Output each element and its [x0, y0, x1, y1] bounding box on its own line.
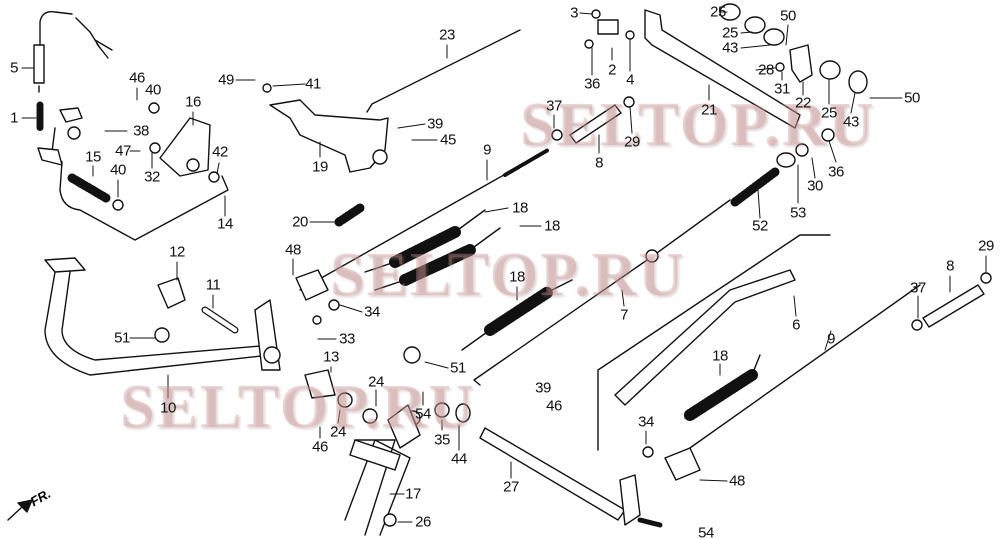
shaft-27 — [479, 427, 626, 521]
callout-number: 15 — [85, 148, 101, 166]
callout-number: 34 — [364, 303, 380, 321]
callout-number: 19 — [312, 158, 328, 176]
callout-number: 36 — [584, 75, 600, 93]
callout-number: 44 — [451, 450, 467, 468]
callout-number: 27 — [503, 478, 519, 496]
callout-number: 21 — [701, 101, 717, 119]
callout-number: 8 — [595, 154, 603, 172]
callout-number: 26 — [415, 513, 431, 531]
callout-number: 48 — [729, 472, 745, 490]
callout-number: 9 — [483, 141, 491, 159]
callout-number: 32 — [144, 168, 160, 186]
callout-number: 49 — [218, 71, 234, 89]
callout-number: 51 — [114, 329, 130, 347]
callout-number: 25 — [710, 3, 726, 21]
callout-number: 29 — [978, 237, 994, 255]
callout-number: 37 — [910, 279, 926, 297]
callout-number: 53 — [790, 204, 806, 222]
callout-number: 24 — [330, 423, 346, 441]
callout-number: 31 — [774, 80, 790, 98]
spring-15 — [67, 173, 111, 203]
shaft-21 — [644, 9, 801, 129]
callout-number: 39 — [427, 115, 443, 133]
callout-number: 20 — [292, 213, 308, 231]
callout-number: 10 — [160, 399, 176, 417]
callout-number: 25 — [722, 24, 738, 42]
callout-number: 38 — [133, 122, 149, 140]
pedal-17 — [344, 439, 411, 536]
callout-number: 36 — [828, 163, 844, 181]
callout-number: 45 — [440, 131, 456, 149]
callout-number: 48 — [285, 241, 301, 259]
callout-number: 17 — [405, 485, 421, 503]
callout-number: 41 — [305, 75, 321, 93]
spring-18 — [389, 226, 461, 268]
callout-number: 40 — [110, 161, 126, 179]
callout-number: 42 — [212, 143, 228, 161]
callout-number: 43 — [843, 113, 859, 131]
bracket-16 — [159, 117, 211, 177]
callout-number: 39 — [535, 379, 551, 397]
pedal-10 — [44, 257, 273, 376]
front-arrow-icon — [7, 499, 33, 521]
spring-20 — [334, 203, 365, 227]
callout-number: 25 — [821, 104, 837, 122]
callout-number: 1 — [10, 109, 18, 127]
callout-number: 22 — [795, 94, 811, 112]
callout-number: 52 — [752, 217, 768, 235]
callout-number: 46 — [129, 69, 145, 87]
callout-number: 47 — [115, 142, 131, 160]
spring-18 — [484, 286, 554, 336]
callout-number: 40 — [145, 81, 161, 99]
arm-6 — [614, 269, 796, 406]
callout-number: 34 — [638, 413, 654, 431]
callout-number: 14 — [217, 215, 233, 233]
cable-assembly — [33, 11, 113, 93]
callout-number: 18 — [512, 199, 528, 217]
rod-23 — [366, 29, 521, 113]
callout-number: 50 — [780, 7, 796, 25]
callout-number: 29 — [624, 133, 640, 151]
callout-number: 33 — [339, 330, 355, 348]
callout-number: 8 — [946, 257, 954, 275]
spring-52 — [730, 167, 780, 207]
callout-number: 12 — [169, 243, 185, 261]
callout-number: 54 — [415, 405, 431, 423]
callout-number: 9 — [827, 330, 835, 348]
callout-number: 30 — [807, 177, 823, 195]
bracket-19 — [269, 99, 389, 173]
spring-18 — [399, 244, 476, 286]
callout-number: 18 — [544, 217, 560, 235]
callout-number: 24 — [368, 373, 384, 391]
callout-number: 51 — [450, 359, 466, 377]
pin-8 — [922, 284, 985, 328]
callout-number: 4 — [626, 71, 634, 89]
callout-number: 43 — [722, 39, 738, 57]
callout-number: 23 — [439, 26, 455, 44]
callout-number: 54 — [698, 524, 714, 539]
callout-number: 18 — [509, 268, 525, 286]
callout-number: 16 — [185, 93, 201, 111]
pin-8 — [569, 104, 622, 144]
callout-number: 28 — [758, 61, 774, 79]
callout-number: 6 — [792, 316, 800, 334]
callout-number: 50 — [904, 89, 920, 107]
callout-number: 18 — [712, 347, 728, 365]
rod-9-lower — [679, 284, 921, 456]
callout-number: 13 — [323, 348, 339, 366]
callout-number: 11 — [205, 276, 221, 294]
callout-number: 2 — [608, 61, 616, 79]
callout-number: 5 — [10, 59, 18, 77]
callout-number: 46 — [312, 438, 328, 456]
callout-number: 46 — [546, 397, 562, 415]
rod-14 — [51, 107, 229, 241]
callout-number: 35 — [434, 431, 450, 449]
spring-18 — [684, 369, 758, 421]
callout-number: 7 — [620, 306, 628, 324]
callout-number: 3 — [570, 4, 578, 22]
rod-7 — [473, 199, 731, 386]
callout-number: 37 — [546, 97, 562, 115]
